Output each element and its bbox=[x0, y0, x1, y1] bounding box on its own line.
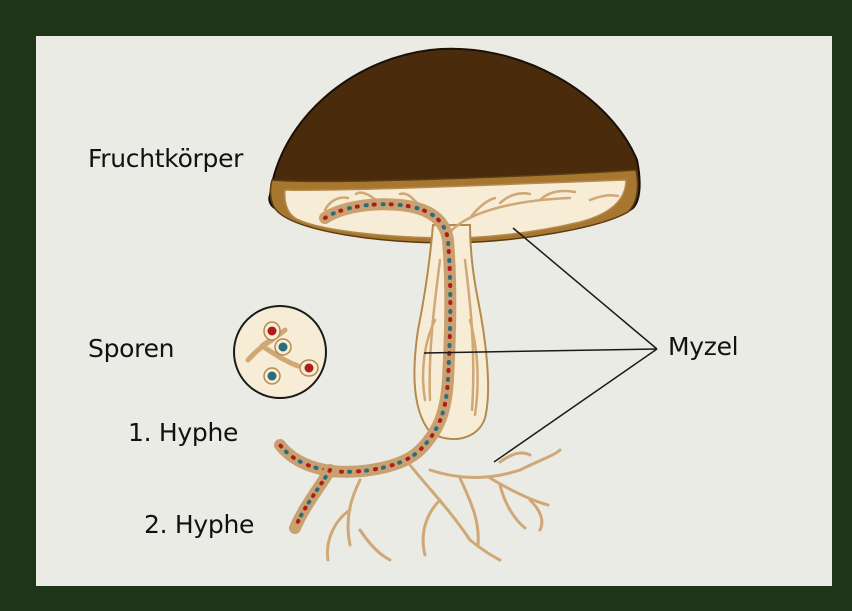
label-spores: Sporen bbox=[88, 334, 174, 363]
label-hypha-1: 1. Hyphe bbox=[128, 418, 238, 447]
spores-illustration bbox=[234, 306, 326, 398]
myzel-line-cap bbox=[513, 228, 657, 349]
label-mycelium: Myzel bbox=[668, 332, 738, 361]
label-hypha-2: 2. Hyphe bbox=[144, 510, 254, 539]
myzel-line-root bbox=[494, 349, 657, 462]
label-fruiting-body: Fruchtkörper bbox=[88, 144, 243, 173]
